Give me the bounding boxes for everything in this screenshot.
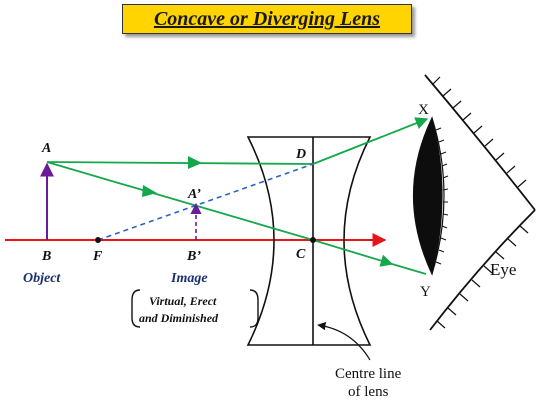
image-caption: Image [170, 271, 208, 286]
optical-centre-point [310, 237, 316, 243]
eye-lashes [432, 76, 529, 329]
image-note-line2: and Diminished [139, 311, 219, 325]
title-banner: Concave or Diverging Lens [122, 4, 412, 34]
object-caption: Object [23, 271, 61, 286]
concave-lens [246, 136, 372, 346]
virtual-ray [97, 163, 314, 241]
point-b-label: B [41, 249, 51, 264]
point-a-prime-label: A’ [187, 187, 201, 202]
point-b-prime-label: B’ [186, 249, 201, 264]
centre-line-label-2: of lens [348, 384, 389, 400]
centre-line-label-1: Centre line [335, 366, 402, 382]
focus-point [95, 237, 101, 243]
diagram-title: Concave or Diverging Lens [153, 7, 381, 30]
refracted-ray-to-x [312, 117, 429, 165]
point-a-label: A [41, 141, 51, 156]
eye-drawing [413, 74, 536, 331]
image-note-line1: Virtual, Erect [149, 294, 217, 308]
optical-centre-label: C [296, 247, 306, 262]
eye-label: Eye [490, 260, 516, 279]
centre-line-pointer [317, 321, 371, 361]
eye-upper-lid [424, 74, 536, 211]
parallel-ray [46, 161, 314, 165]
central-ray-to-y [312, 239, 394, 267]
central-ray-extension [391, 263, 427, 275]
point-x-label: X [418, 102, 429, 118]
central-ray [46, 161, 314, 241]
image-note-box [131, 289, 259, 328]
eye-lower-lid [429, 209, 536, 331]
eye-cornea [431, 117, 445, 275]
eye-cornea-hatch [435, 127, 449, 265]
parallel-ray-arrowhead [188, 156, 202, 169]
focus-label: F [92, 249, 103, 264]
central-ray-arrowhead [142, 185, 157, 197]
point-y-label: Y [420, 284, 431, 300]
point-d-label: D [295, 147, 306, 162]
